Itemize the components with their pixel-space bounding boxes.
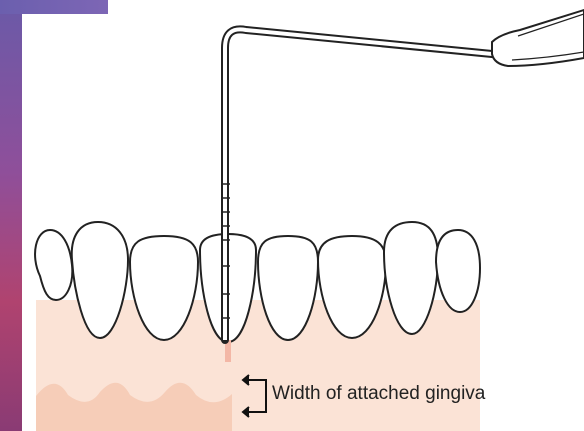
tooth — [436, 230, 480, 312]
caption-width-of-attached-gingiva: Width of attached gingiva — [272, 383, 485, 405]
tooth — [35, 230, 72, 300]
